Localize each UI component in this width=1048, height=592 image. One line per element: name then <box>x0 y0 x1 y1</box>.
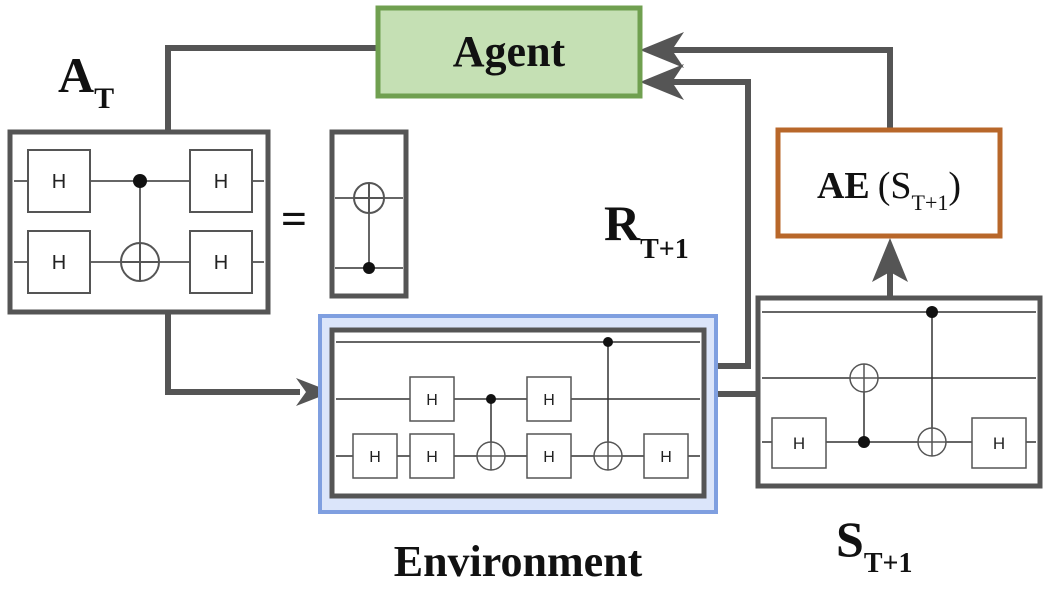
action-control-dot <box>133 174 147 188</box>
environment-target-symbol-1 <box>476 441 506 471</box>
agent-box <box>375 5 643 99</box>
action-label: AT <box>58 47 114 115</box>
arrowhead-ae-into-agent <box>640 32 684 68</box>
arrowhead-reward-into-agent <box>640 64 684 100</box>
arrowhead-into-environment <box>296 378 332 406</box>
environment-h-gate-3 <box>352 433 398 479</box>
action-h-gate-4-label: H <box>214 252 228 274</box>
equals-sign: = <box>281 193 307 244</box>
environment-h-gate-5 <box>526 433 572 479</box>
equivalent-cnot-circuit <box>329 129 409 299</box>
environment-h-gate-6-label: H <box>660 449 672 466</box>
state-control-dot-2 <box>926 306 938 318</box>
agent-node: Agent <box>375 5 643 99</box>
state-h-gate-1 <box>771 417 827 469</box>
action-to-agent-line <box>165 45 378 132</box>
action-h-gate-1 <box>27 149 91 213</box>
action-h-gate-4 <box>189 230 253 294</box>
state-control-dot-1 <box>858 436 870 448</box>
action-to-environment-line <box>165 314 300 395</box>
connectors <box>165 45 893 397</box>
environment-h-gate-3-label: H <box>369 449 381 466</box>
action-h-gate-2-label: H <box>52 252 66 274</box>
state-circuit: H H <box>755 295 1043 489</box>
state-h-gate-2 <box>971 417 1027 469</box>
state-target-symbol-1 <box>849 363 879 393</box>
environment-h-gate-2-label: H <box>543 392 555 409</box>
reward-line <box>670 79 751 369</box>
action-h-gate-2 <box>27 230 91 294</box>
action-h-gate-1-label: H <box>52 171 66 193</box>
environment-label: Environment <box>394 537 643 586</box>
action-circuit: H H H H <box>7 129 271 315</box>
arrowhead-into-ae <box>872 238 908 282</box>
environment-circuit: H H H H H H <box>318 314 718 514</box>
reward-label: RT+1 <box>604 195 689 265</box>
state-h-gate-1-label: H <box>793 434 805 453</box>
environment-h-gate-1-label: H <box>426 392 438 409</box>
ae-label: AE(ST+1) <box>817 165 961 215</box>
state-label: ST+1 <box>836 511 912 579</box>
environment-h-gate-6 <box>643 433 689 479</box>
state-target-symbol-2 <box>917 427 947 457</box>
environment-h-gate-5-label: H <box>543 449 555 466</box>
environment-h-gate-2 <box>526 376 572 422</box>
ae-box <box>775 127 1003 239</box>
equivalent-target-symbol <box>353 182 385 214</box>
ae-node: AE(ST+1) <box>775 127 1003 239</box>
environment-h-gate-1 <box>409 376 455 422</box>
action-target-symbol <box>120 242 160 282</box>
arrowheads <box>296 32 908 406</box>
state-h-gate-2-label: H <box>993 434 1005 453</box>
agent-label: Agent <box>453 27 566 76</box>
ae-to-agent-line <box>670 47 893 130</box>
environment-h-gate-4-label: H <box>426 449 438 466</box>
action-h-gate-3 <box>189 149 253 213</box>
environment-control-dot-1 <box>486 394 496 404</box>
environment-control-dot-2 <box>603 337 613 347</box>
environment-target-symbol-2 <box>593 441 623 471</box>
environment-h-gate-4 <box>409 433 455 479</box>
equivalent-control-dot <box>363 262 375 274</box>
action-h-gate-3-label: H <box>214 171 228 193</box>
